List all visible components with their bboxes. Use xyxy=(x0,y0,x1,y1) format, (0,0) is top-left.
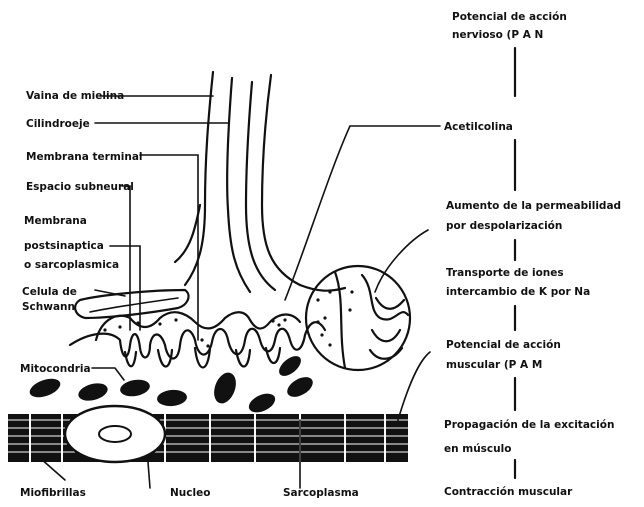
label-schwann-1: Celula de xyxy=(22,286,77,298)
step-4-line-1: Potencial de acción xyxy=(446,339,561,351)
step-5-line-2: en músculo xyxy=(444,443,511,455)
step-6-line-1: Contracción muscular xyxy=(444,486,573,498)
label-espacio-subneural: Espacio subneural xyxy=(26,181,134,193)
label-postsinaptica-3: o sarcoplasmica xyxy=(24,259,119,271)
step-3-line-2: intercambio de K por Na xyxy=(446,286,590,298)
label-nucleo: Nucleo xyxy=(170,487,210,499)
process-flow: Potencial de acción nervioso (P A N Aume… xyxy=(444,11,621,498)
label-mitocondria: Mitocondria xyxy=(20,363,91,375)
step-2-line-1: Aumento de la permeabilidad xyxy=(446,200,621,212)
label-miofibrillas: Miofibrillas xyxy=(20,487,86,499)
label-schwann-2: Schwann xyxy=(22,301,75,313)
step-3-line-1: Transporte de iones xyxy=(446,267,564,279)
label-sarcoplasma: Sarcoplasma xyxy=(283,487,359,499)
magnified-inset xyxy=(306,266,410,370)
label-membrana-terminal: Membrana terminal xyxy=(26,151,143,163)
schwann-cell xyxy=(75,290,188,318)
step-1-line-1: Potencial de acción xyxy=(452,11,567,23)
label-postsinaptica-2: postsinaptica xyxy=(24,240,104,252)
label-acetilcolina: Acetilcolina xyxy=(444,121,513,133)
label-vaina-mielina: Vaina de mielina xyxy=(26,90,124,102)
nerve-fibers xyxy=(175,72,345,292)
muscle-fiber xyxy=(8,406,408,462)
label-postsinaptica-1: Membrana xyxy=(24,215,87,227)
step-2-line-2: por despolarización xyxy=(446,220,562,232)
nucleus-cell xyxy=(65,406,165,462)
step-1-line-2: nervioso (P A N xyxy=(452,29,543,41)
label-cilindroeje: Cilindroeje xyxy=(26,118,90,130)
step-4-line-2: muscular (P A M xyxy=(446,359,542,371)
step-5-line-1: Propagación de la excitación xyxy=(444,419,614,431)
